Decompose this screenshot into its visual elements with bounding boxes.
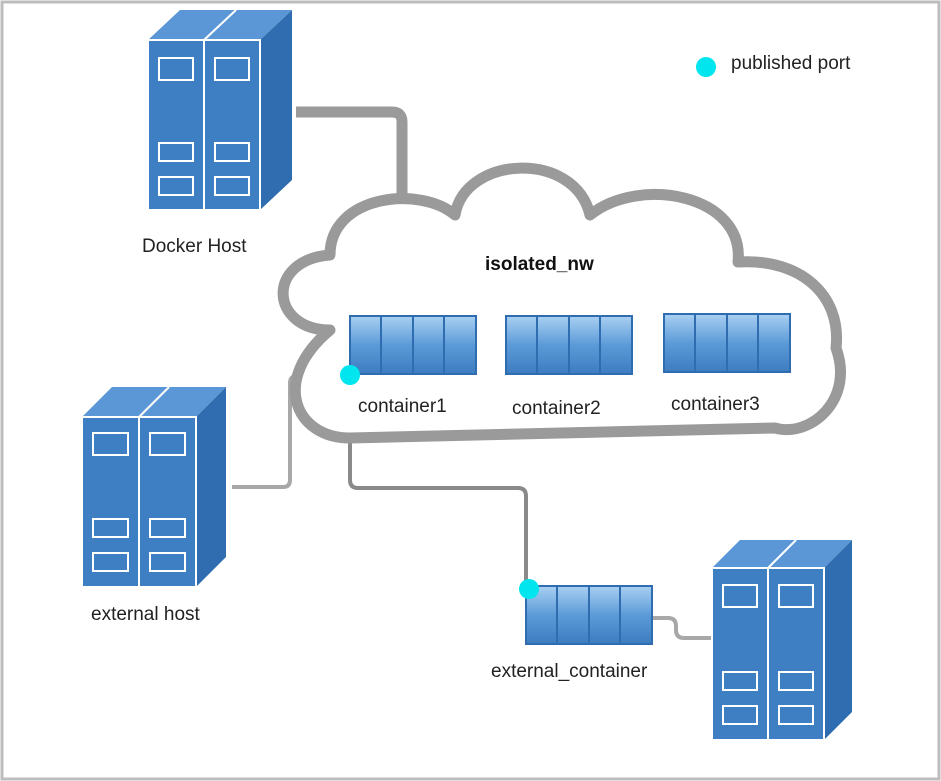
published-port-external-container — [519, 579, 539, 599]
network-name: isolated_nw — [485, 254, 594, 275]
container1-label: container1 — [358, 396, 447, 417]
docker-host-label: Docker Host — [142, 236, 247, 257]
external-host-label: external host — [91, 604, 201, 625]
docker-host-server-icon — [147, 9, 292, 211]
external-container-icon — [525, 585, 653, 645]
container3-icon — [663, 313, 791, 373]
legend-label: published port — [731, 53, 851, 74]
link-container1-to-external-container — [348, 376, 528, 588]
external-container-label: external_container — [491, 661, 648, 682]
link-docker-host-to-network — [296, 106, 408, 228]
container1-icon — [349, 315, 477, 375]
external-server-icon — [711, 539, 852, 741]
external-host-server-icon — [81, 386, 226, 588]
link-external-container-to-server — [652, 616, 712, 640]
container2-label: container2 — [512, 398, 601, 419]
container2-icon — [505, 315, 633, 375]
published-port-icon — [696, 57, 716, 77]
published-port-container1 — [340, 365, 360, 385]
container3-label: container3 — [671, 394, 760, 415]
